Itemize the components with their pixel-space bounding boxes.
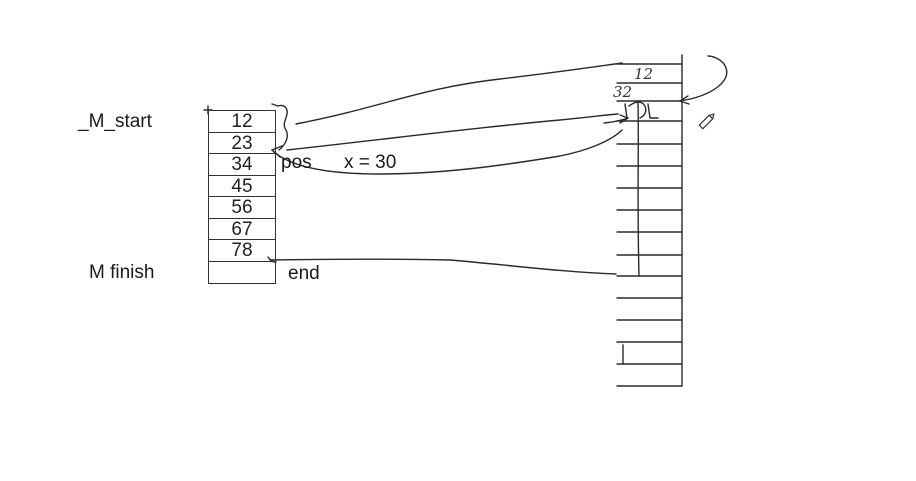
label-m-start: _M_start (78, 111, 152, 132)
right-array (616, 54, 683, 387)
array-cell: 78 (209, 239, 275, 261)
array-cell: 45 (209, 174, 275, 196)
bracket-stroke (271, 103, 288, 151)
line-to-right-array (295, 62, 623, 125)
target-arrowhead (619, 114, 629, 124)
handwritten-value: 32 (613, 83, 632, 101)
label-end: end (288, 263, 320, 284)
finish-line (269, 258, 617, 275)
line-to-right-array (286, 113, 619, 151)
label-pos: pos (281, 152, 312, 173)
curl-arrowhead (679, 95, 690, 105)
array-cell: 12 (209, 110, 275, 132)
array-cell: 34 (209, 153, 275, 175)
pos-arrowhead (271, 145, 283, 158)
handwritten-scribble (624, 101, 659, 119)
array-cell: 67 (209, 217, 275, 239)
array-cell: 23 (209, 131, 275, 153)
handwritten-value: 12 (634, 65, 653, 83)
curl-arrow (679, 55, 728, 102)
pencil-icon (698, 113, 715, 130)
left-array: 12 23 34 45 56 67 78 (208, 110, 276, 284)
label-m-finish: M finish (89, 262, 155, 283)
right-array-inner-stroke (637, 101, 640, 277)
label-assign: x = 30 (344, 152, 397, 173)
array-cell: 56 (209, 196, 275, 218)
array-cell-empty (209, 260, 275, 284)
pos-curve (271, 129, 623, 175)
